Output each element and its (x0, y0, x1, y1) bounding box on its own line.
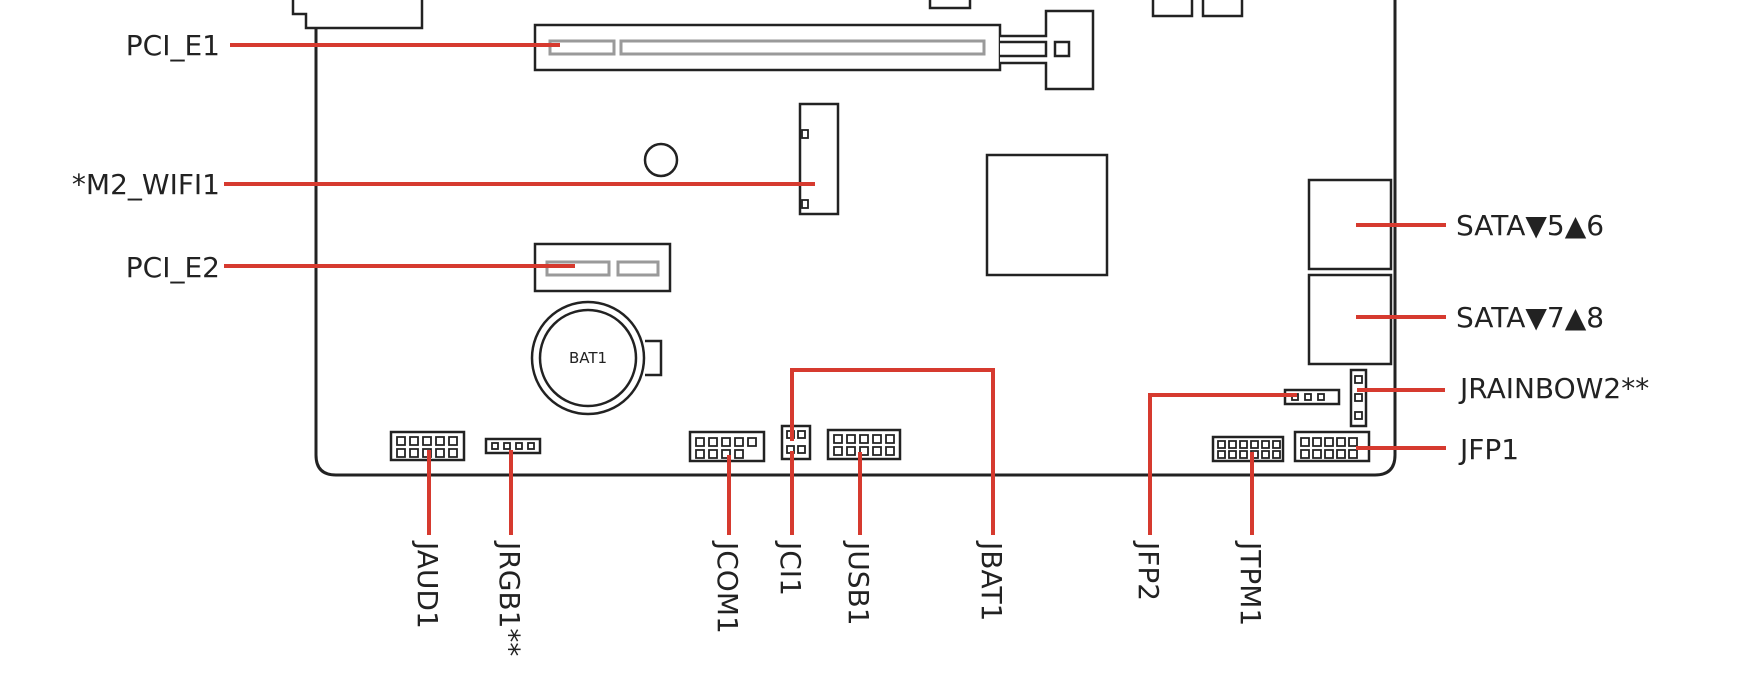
label-jfp1: JFP1 (1458, 433, 1519, 466)
label-jrainbow2: JRAINBOW2** (1458, 372, 1649, 405)
top-left-component (291, 0, 424, 30)
jtpm1-header (1211, 435, 1285, 463)
label-jci1: JCI1 (774, 540, 807, 596)
top-small-component-2 (1151, 0, 1194, 18)
jrainbow2-header (1349, 368, 1368, 428)
label-m2-wifi1: *M2_WIFI1 (72, 168, 220, 201)
label-jrgb1: JRGB1** (493, 540, 526, 656)
jusb1-header (826, 428, 902, 461)
pci-e1-slot (533, 9, 1095, 91)
bat1-label: BAT1 (569, 349, 607, 367)
leader-jfp2 (1148, 393, 1297, 535)
jci1-header (780, 424, 812, 461)
top-small-component-1 (928, 0, 972, 10)
bat1-battery: BAT1 (530, 300, 663, 416)
label-jbat1: JBAT1 (975, 540, 1008, 621)
chipset (985, 153, 1109, 277)
label-pci-e1: PCI_E1 (126, 29, 220, 62)
board-outline (314, 0, 1397, 477)
label-sata-7-8: SATA▼7▲8 (1456, 301, 1604, 334)
label-pci-e2: PCI_E2 (126, 251, 220, 284)
label-sata-5-6: SATA▼5▲6 (1456, 209, 1604, 242)
top-small-component-3 (1201, 0, 1244, 18)
sata-7-8-connector (1307, 273, 1393, 366)
mounting-hole (643, 142, 679, 178)
leader-jbat1 (790, 368, 995, 535)
label-jaud1: JAUD1 (411, 540, 444, 629)
m2-wifi1-slot (798, 102, 840, 216)
leader-lines (224, 43, 1446, 535)
label-jfp2: JFP2 (1132, 540, 1165, 601)
label-jusb1: JUSB1 (842, 540, 875, 626)
label-jtpm1: JTPM1 (1234, 540, 1267, 626)
label-jcom1: JCOM1 (711, 540, 744, 634)
